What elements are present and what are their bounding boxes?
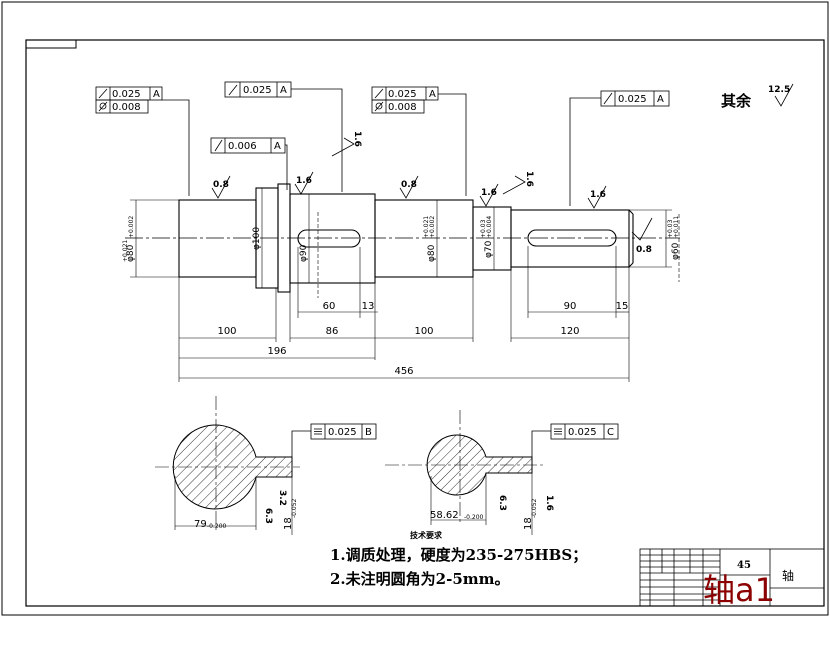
- outer-border: [1, 1, 829, 616]
- ra-8: 0.8: [636, 245, 652, 255]
- tol-frame-1-datum: A: [153, 89, 160, 100]
- sec-b-key-tol: -0.052: [291, 498, 298, 518]
- note-1: 1.调质处理，硬度为235-275HBS；: [330, 546, 588, 564]
- tol-upper-80a: +0.021: [122, 240, 129, 262]
- length-dims: [178, 246, 630, 382]
- dia-label-60: φ60: [671, 242, 681, 260]
- tol-lower-60: +0.011: [673, 216, 680, 238]
- sec-c-key-tol: -0.052: [531, 498, 538, 518]
- section-labels: 79 -0.200 18 -0.052 58.62 -0.200 18 -0.0…: [194, 498, 538, 530]
- tol-frame-6-value: 0.008: [388, 102, 417, 113]
- diameter-labels: φ80 +0.021 +0.002 φ100 φ90 φ80 +0.021 +0…: [122, 216, 681, 262]
- len-13: 13: [362, 301, 375, 312]
- len-100b: 100: [414, 326, 433, 337]
- corner-tab: [25, 39, 77, 49]
- tol-frame-9-datum: C: [607, 427, 614, 438]
- ra-6: 1.6: [352, 131, 362, 147]
- dia-label-90: φ90: [299, 244, 309, 262]
- tol-lower-80a: +0.002: [128, 216, 135, 238]
- tol-upper-60: +0.03: [667, 219, 674, 238]
- tol-frame-4-value: 0.006: [228, 141, 257, 152]
- tol-upper-70: +0.03: [480, 219, 487, 238]
- default-roughness-label: 其余: [721, 92, 752, 110]
- ra-1: 0.8: [213, 180, 229, 190]
- tol-frame-3-datum: A: [280, 85, 287, 96]
- sec-b-key: 18: [283, 517, 294, 530]
- inner-border: [25, 39, 825, 607]
- tol-frame-5-datum: A: [429, 89, 436, 100]
- length-labels: 100 196 86 100 456 60 13 90 15 120: [217, 301, 628, 377]
- tolerance-symbols: [98, 84, 613, 435]
- technical-notes: 1.调质处理，硬度为235-275HBS； 2.未注明圆角为2-5mm。: [330, 543, 587, 591]
- default-roughness-value: 12.5: [768, 85, 790, 95]
- part-name: 轴: [782, 568, 794, 583]
- tol-frame-8-value: 0.025: [328, 427, 357, 438]
- len-90: 90: [564, 301, 577, 312]
- sec-c-key: 18: [523, 517, 534, 530]
- ra-5: 1.6: [590, 190, 606, 200]
- roughness-values: 0.8 1.6 0.8 1.6 1.6 1.6 1.6 0.8 3.2 6.3 …: [213, 131, 652, 524]
- tol-frame-8-datum: B: [365, 427, 372, 438]
- dia-label-100: φ100: [252, 227, 262, 250]
- dia-label-80a: φ80: [126, 244, 136, 262]
- ra-3: 0.8: [401, 180, 417, 190]
- tol-frame-5-value: 0.025: [388, 89, 417, 100]
- len-15: 15: [616, 301, 629, 312]
- section-b: [155, 396, 300, 535]
- len-86: 86: [326, 326, 339, 337]
- sec-b-tol: -0.200: [207, 523, 227, 530]
- tol-frame-4-datum: A: [274, 141, 281, 152]
- dia-label-80b: φ80: [427, 244, 437, 262]
- tol-lower-70: +0.004: [486, 216, 493, 238]
- len-120: 120: [560, 326, 579, 337]
- tol-frame-3-value: 0.025: [243, 85, 272, 96]
- tol-upper-80b: +0.021: [423, 216, 430, 238]
- tolerance-values: 0.025 A 0.008 0.025 A 0.006 A 0.025 A 0.…: [112, 85, 664, 438]
- len-100a: 100: [217, 326, 236, 337]
- notes-title: 技术要求: [410, 531, 442, 540]
- ra-10: 6.3: [263, 508, 273, 524]
- title-block: [639, 548, 825, 607]
- default-roughness-number: 12.5: [768, 85, 790, 95]
- len-196: 196: [267, 346, 286, 357]
- material: 45: [737, 560, 751, 571]
- tol-frame-7-datum: A: [657, 94, 664, 105]
- tol-frame-2-value: 0.008: [112, 102, 141, 113]
- tol-lower-80b: +0.002: [429, 216, 436, 238]
- ra-12: 1.6: [544, 495, 554, 511]
- ra-2: 1.6: [296, 176, 312, 186]
- dia-label-70: φ70: [484, 240, 494, 258]
- tolerance-frames: [95, 81, 670, 458]
- ra-4: 1.6: [481, 188, 497, 198]
- len-60: 60: [323, 301, 336, 312]
- ra-9: 3.2: [277, 490, 287, 506]
- ra-11: 6.3: [497, 495, 507, 511]
- len-456: 456: [394, 366, 413, 377]
- roughness-marks: [211, 83, 794, 241]
- tol-frame-7-value: 0.025: [618, 94, 647, 105]
- ra-7: 1.6: [524, 171, 534, 187]
- note-2: 2.未注明圆角为2-5mm。: [330, 570, 510, 588]
- overlay-caption: 轴a1: [703, 571, 775, 609]
- sec-c-tol: -0.200: [464, 514, 484, 521]
- diameter-dims: [130, 188, 672, 288]
- sec-b-dim: 79: [194, 519, 207, 530]
- sec-c-dim: 58.62: [430, 510, 459, 521]
- tol-frame-9-value: 0.025: [568, 427, 597, 438]
- shaft-main-view: [125, 183, 680, 298]
- tol-frame-1-value: 0.025: [112, 89, 141, 100]
- section-c: [385, 410, 545, 535]
